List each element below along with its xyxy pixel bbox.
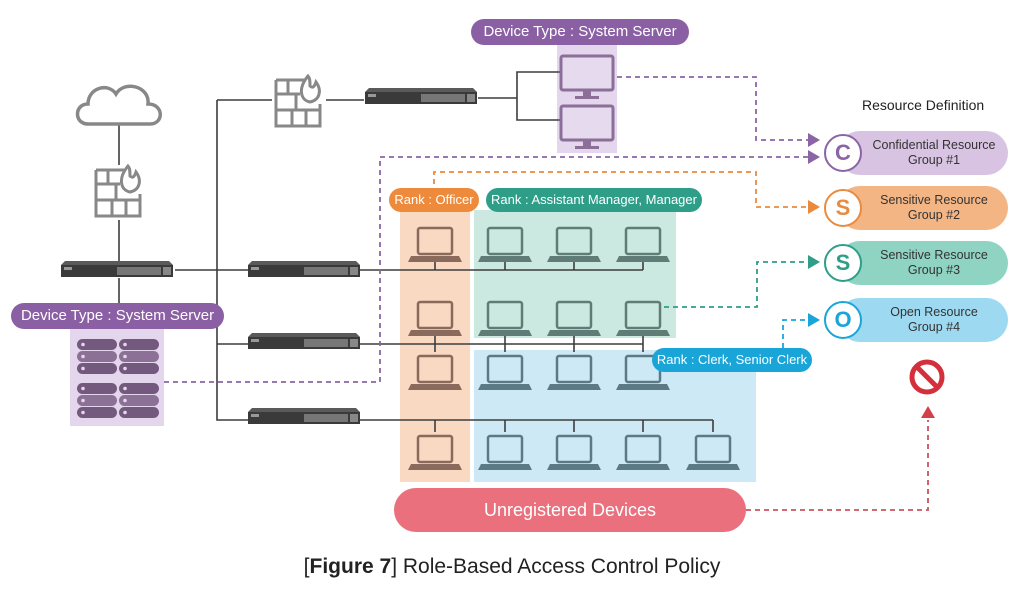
- cloud-icon: [75, 84, 162, 126]
- resource-definition-title: Resource Definition: [862, 97, 985, 113]
- top-server-label: Device Type : System Server: [471, 19, 689, 45]
- resource-badge-o: O: [824, 301, 862, 339]
- resource-line2: Group #1: [907, 153, 961, 167]
- arrow-left-server-to-c1: [164, 156, 808, 383]
- arrow-top-server-to-c1: [617, 76, 808, 141]
- resource-badge-s: S: [824, 189, 862, 227]
- no-entry-icon: [909, 359, 945, 395]
- switch-2: [248, 333, 360, 349]
- policy-arrows: [164, 76, 929, 511]
- resource-line1: Confidential Resource: [872, 138, 996, 152]
- rank-clerks-label: Rank : Clerk, Senior Clerk: [652, 348, 812, 372]
- unregistered-devices: Unregistered Devices: [394, 488, 746, 532]
- server-rack-icon: [77, 339, 117, 374]
- left-server-label: Device Type : System Server: [11, 303, 224, 329]
- rank-managers-label: Rank : Assistant Manager, Manager: [486, 188, 702, 212]
- resource-line2: Group #2: [907, 208, 961, 222]
- server-rack-icon: [119, 383, 159, 418]
- firewall-icon: [274, 74, 322, 128]
- resource-badge-c: C: [824, 134, 862, 172]
- resource-line1: Sensitive Resource: [880, 193, 988, 207]
- figure-caption: [Figure 7] Role-Based Access Control Pol…: [303, 555, 721, 578]
- resource-line2: Group #4: [907, 320, 961, 334]
- resource-badge-s: S: [824, 244, 862, 282]
- caption-label: Figure 7: [309, 555, 392, 578]
- network-links: [118, 71, 714, 432]
- managers-zone: [474, 210, 676, 338]
- arrow-clerks-to-o4: [782, 319, 808, 348]
- core-switch: [61, 261, 173, 277]
- resource-line1: Sensitive Resource: [880, 248, 988, 262]
- firewall-icon: [94, 164, 142, 218]
- arrow-managers-to-s3: [664, 261, 808, 308]
- switch-1: [248, 261, 360, 277]
- switch-top: [365, 88, 477, 104]
- arrow-unregistered-to-block: [746, 420, 929, 511]
- server-rack-icon: [77, 383, 117, 418]
- switch-3: [248, 408, 360, 424]
- resource-line2: Group #3: [907, 263, 961, 277]
- rank-officer-label: Rank : Officer: [389, 188, 479, 212]
- server-rack-icon: [119, 339, 159, 374]
- arrow-officer-to-s2: [433, 171, 808, 208]
- resource-line1: Open Resource: [890, 305, 978, 319]
- caption-text: Role-Based Access Control Policy: [402, 555, 721, 578]
